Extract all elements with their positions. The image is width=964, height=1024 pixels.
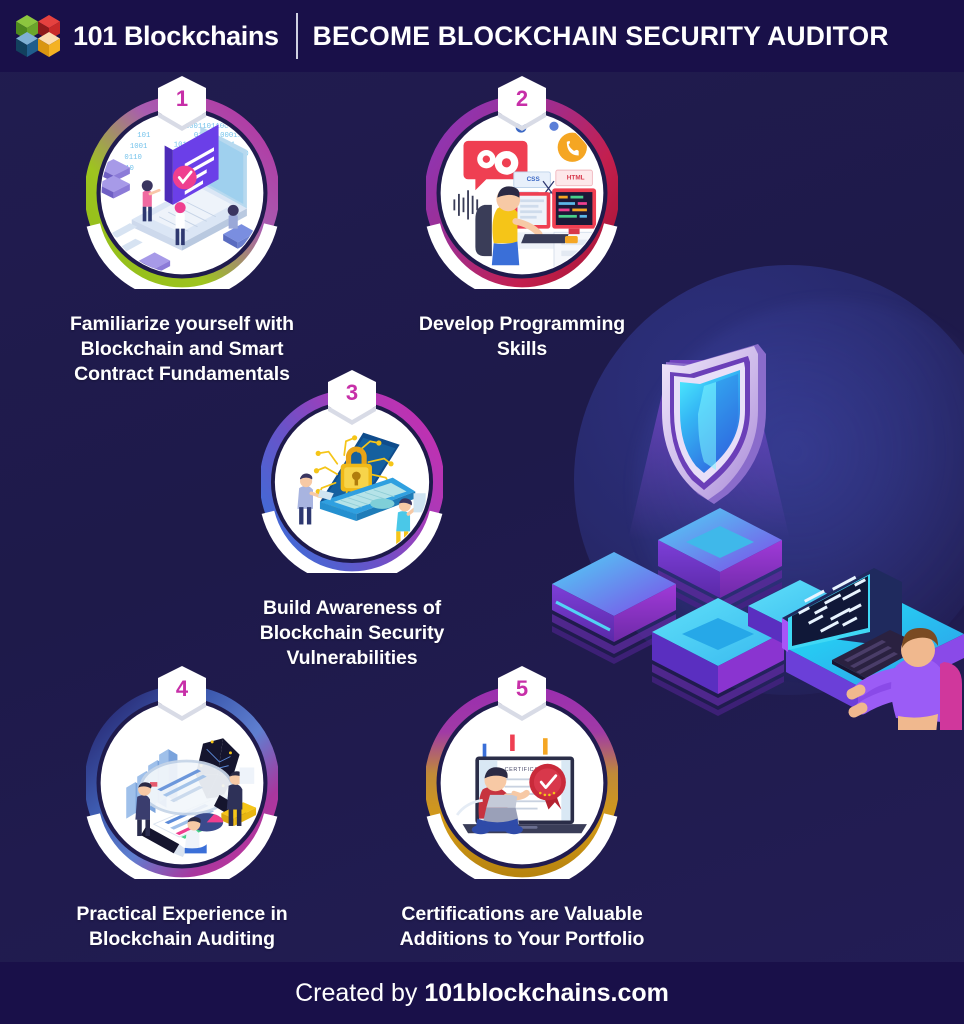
step-badge-2: CSS HTML PHP JavaScript xyxy=(417,76,627,298)
svg-text:1001: 1001 xyxy=(130,143,148,151)
header-bar: 101 Blockchains BECOME BLOCKCHAIN SECURI… xyxy=(0,0,964,72)
brand-name: 101 Blockchains xyxy=(73,20,279,51)
step-card-3: 3 Build Awareness of Blockchain Security… xyxy=(222,370,482,670)
step-number-2: 2 xyxy=(515,86,529,111)
svg-text:HTML: HTML xyxy=(567,174,585,181)
isometric-shield-blockchain-blocks-developer-icon xyxy=(552,330,964,730)
step-ring-5: CERTIFICATION xyxy=(417,678,627,888)
step-badge-1: 1001101100 01101100011 10110111001101 00… xyxy=(77,76,287,298)
svg-text:1001101100: 1001101100 xyxy=(185,123,229,131)
step-ring-4 xyxy=(77,678,287,888)
svg-text:CSS: CSS xyxy=(527,176,541,183)
footer-prefix: Created by xyxy=(295,978,425,1007)
step-caption-4: Practical Experience in Blockchain Audit… xyxy=(76,903,288,950)
step-card-1: 1001101100 01101100011 10110111001101 00… xyxy=(52,76,312,386)
step-number-1: 1 xyxy=(175,86,189,111)
footer-site: 101blockchains.com xyxy=(424,978,669,1007)
step-number-4: 4 xyxy=(175,676,189,701)
step-card-4: 4 Practical Experience in Blockchain Aud… xyxy=(52,666,312,952)
vertical-divider-icon xyxy=(295,13,298,59)
step-number-badge-2: 2 xyxy=(498,76,546,131)
step-number-badge-3: 3 xyxy=(328,370,376,425)
step-caption-2: Develop Programming Skills xyxy=(418,313,626,360)
step-card-5: CERTIFICATION xyxy=(392,666,652,952)
svg-text:CERTIFICATION: CERTIFICATION xyxy=(505,767,554,773)
step-number-badge-1: 1 xyxy=(158,76,206,131)
step-badge-4: 4 xyxy=(77,666,287,888)
blockchain-cubes-logo-icon xyxy=(14,12,68,60)
step-caption-5: Certifications are Valuable Additions to… xyxy=(399,903,645,950)
step-ring-1: 1001101100 01101100011 10110111001101 00… xyxy=(77,88,287,298)
step-number-3: 3 xyxy=(345,380,359,405)
step-caption-3: Build Awareness of Blockchain Security V… xyxy=(259,597,445,669)
step-ring-2: CSS HTML PHP JavaScript xyxy=(417,88,627,298)
page-title: BECOME BLOCKCHAIN SECURITY AUDITOR xyxy=(312,20,889,51)
svg-text:0110: 0110 xyxy=(124,154,142,162)
footer-credit: Created by 101blockchains.com xyxy=(295,979,669,1008)
footer-bar: Created by 101blockchains.com xyxy=(0,962,964,1024)
step-badge-5: CERTIFICATION xyxy=(417,666,627,888)
step-number-badge-4: 4 xyxy=(158,666,206,721)
svg-text:101: 101 xyxy=(137,132,151,140)
step-badge-3: 3 xyxy=(252,370,452,582)
step-number-badge-5: 5 xyxy=(498,666,546,721)
step-number-5: 5 xyxy=(515,676,529,701)
step-card-2: CSS HTML PHP JavaScript xyxy=(392,76,652,362)
step-caption-1: Familiarize yourself with Blockchain and… xyxy=(70,313,294,385)
step-ring-3 xyxy=(252,382,452,582)
